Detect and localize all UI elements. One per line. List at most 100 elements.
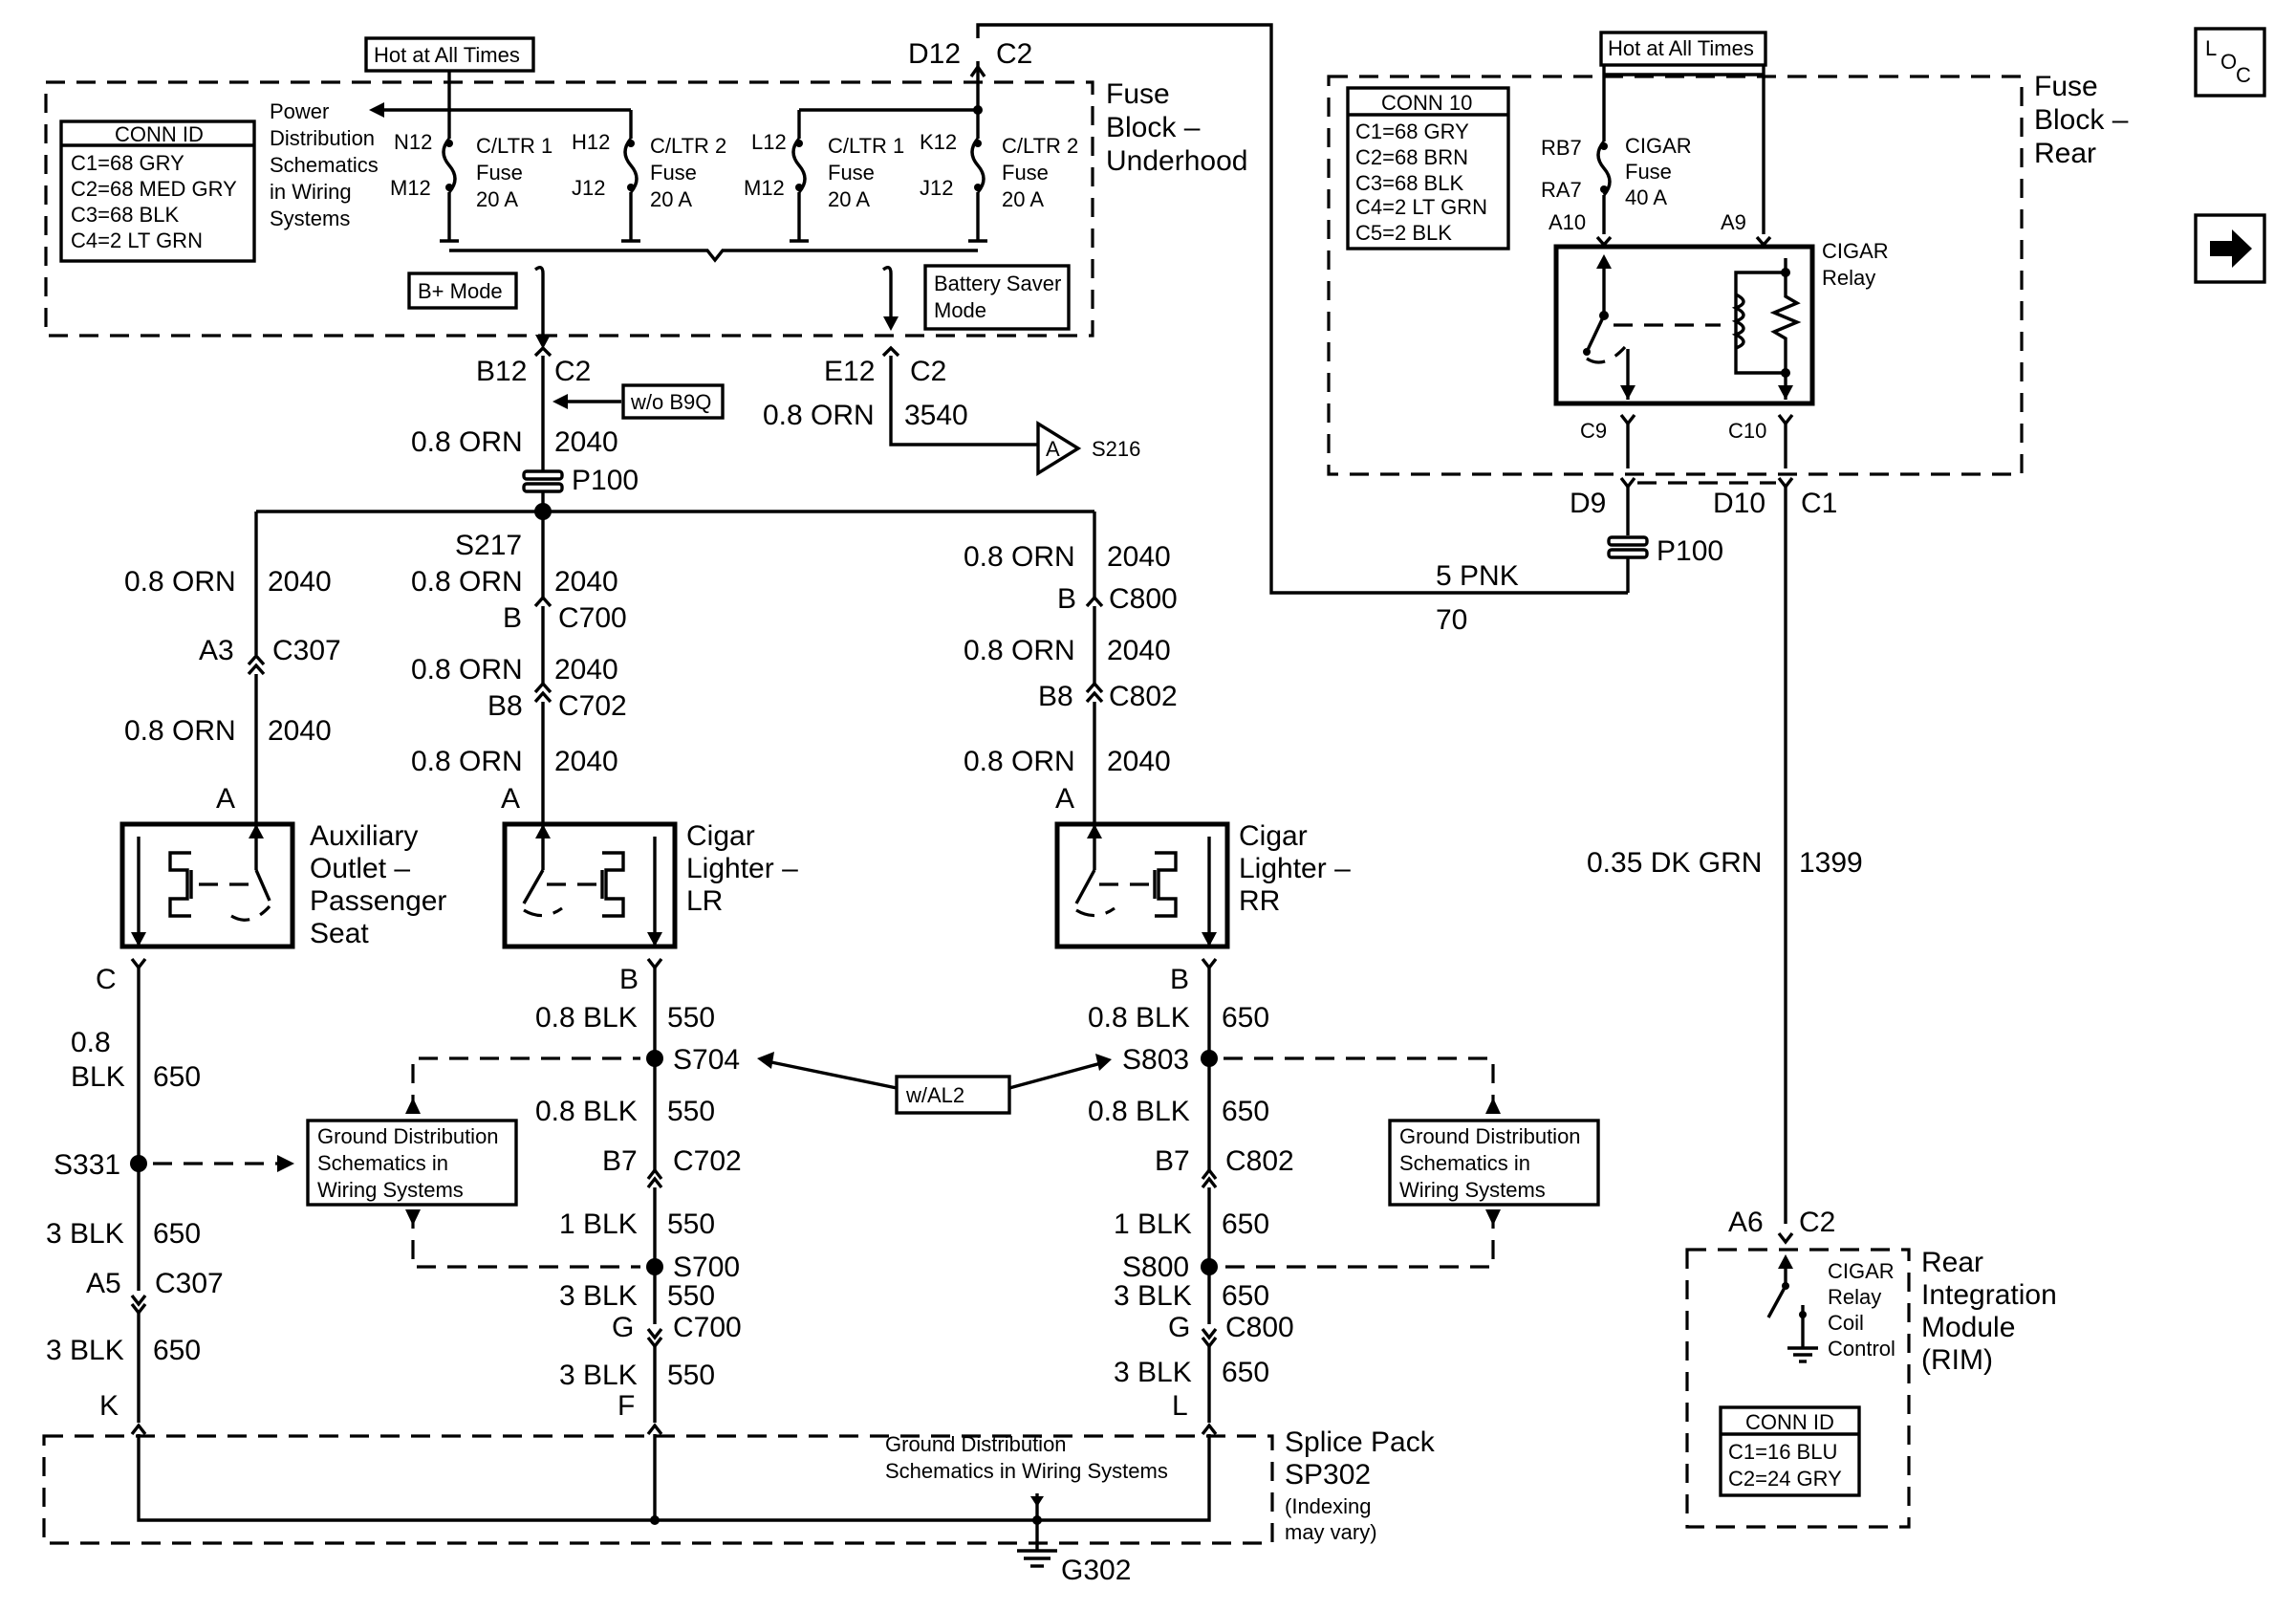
rr-ground-circuit-2: 650	[1222, 1096, 1269, 1127]
pnk-wire-color: 5 PNK	[1436, 560, 1519, 592]
splice-inner-line-1: Ground Distribution	[885, 1432, 1067, 1456]
fuse4-line-1: C/LTR 2	[1002, 134, 1078, 158]
lr-ground-wire-2: 0.8 BLK	[535, 1096, 638, 1127]
gd-right-line-1: Ground Distribution	[1399, 1124, 1581, 1148]
next-page-button[interactable]	[2194, 213, 2266, 284]
lr-ground-pin-g: G	[612, 1312, 634, 1343]
fuse3-line-2: Fuse	[828, 161, 875, 185]
b12-wire-color: 0.8 ORN	[411, 426, 523, 458]
splice-s331	[130, 1155, 147, 1172]
aux-pin-c: C	[96, 964, 117, 995]
g302-label: G302	[1061, 1555, 1131, 1586]
rr-circuit-3: 2040	[1107, 746, 1171, 777]
fuse-block-rear-boundary	[1327, 75, 2024, 476]
d12-connector: C2	[996, 38, 1032, 70]
c1-connector: C1	[1801, 488, 1837, 519]
aux-ground-wire-2: 3 BLK	[46, 1218, 124, 1250]
rr-ground-wire-5: 3 BLK	[1114, 1357, 1192, 1388]
fuse3-line-3: 20 A	[828, 187, 870, 211]
rr-c800: C800	[1109, 583, 1178, 615]
lr-c700: C700	[558, 602, 627, 634]
lr-circuit-1: 2040	[554, 566, 618, 598]
lr-title-1: Cigar	[686, 820, 755, 852]
cigar-lighter-rr-device	[1054, 811, 1230, 949]
fuse-block-underhood-boundary	[44, 80, 1094, 337]
aux-c307: C307	[272, 635, 341, 666]
rim-relay-line-1: CIGAR	[1828, 1259, 1895, 1283]
rr-wire-color-2: 0.8 ORN	[964, 635, 1075, 666]
e12-connector: C2	[910, 356, 946, 387]
power-dist-line-3: Schematics	[270, 153, 379, 177]
fuse3-top-pin: L12	[751, 130, 787, 154]
fuse4-top-pin: K12	[920, 130, 957, 154]
fuse4-bottom-pin: J12	[920, 176, 953, 200]
s216-label: S216	[1092, 437, 1140, 461]
ground-distribution-box-left	[306, 1119, 518, 1207]
conn10-line-4: C4=2 LT GRN	[1355, 195, 1487, 219]
rr-pin-a: A	[1055, 783, 1074, 815]
aux-title-1: Auxiliary	[310, 820, 418, 852]
aux-pin-a5: A5	[86, 1268, 121, 1299]
splice-note-2: may vary)	[1285, 1520, 1377, 1544]
lr-ground-circuit-3: 550	[667, 1208, 715, 1240]
battery-saver-line-2: Mode	[934, 298, 986, 322]
dk-grn-wire-color: 0.35 DK GRN	[1587, 847, 1762, 879]
s700-label: S700	[673, 1252, 740, 1283]
gd-right-line-2: Schematics in	[1399, 1151, 1530, 1175]
fuse-clt1-right: L12 M12 C/LTR 1 Fuse 20 A	[744, 110, 904, 243]
splice-title-2: SP302	[1285, 1459, 1371, 1491]
lr-ground-wire-4: 3 BLK	[559, 1280, 638, 1312]
aux-ground-circuit-1: 650	[153, 1061, 201, 1093]
rim-conn-line-2: C2=24 GRY	[1728, 1467, 1842, 1491]
cigar-fuse-line-2: Fuse	[1625, 160, 1672, 184]
splice-s800	[1201, 1258, 1218, 1275]
aux-wire-color-2: 0.8 ORN	[124, 715, 236, 747]
d9-pin: D9	[1570, 488, 1606, 519]
p100-left: P100	[572, 465, 639, 496]
rr-ground-circuit-5: 650	[1222, 1357, 1269, 1388]
s331-label: S331	[54, 1149, 120, 1181]
w-al2-label: w/AL2	[905, 1083, 964, 1107]
fuse-block-rear-title-3: Rear	[2034, 138, 2096, 169]
aux-pin-a: A	[216, 783, 235, 815]
cigar-relay	[1553, 244, 1815, 406]
splice-inner-line-2: Schematics in Wiring Systems	[885, 1459, 1168, 1483]
rr-title-2: Lighter –	[1239, 853, 1351, 884]
fuse-block-rear-title-1: Fuse	[2034, 71, 2098, 102]
rr-ground-pin-l: L	[1172, 1390, 1188, 1422]
splice-s704	[646, 1050, 663, 1067]
aux-ground-circuit-3: 650	[153, 1335, 201, 1366]
fuse2-line-1: C/LTR 2	[650, 134, 726, 158]
fuse3-bottom-pin: M12	[744, 176, 785, 200]
rim-title-2: Integration	[1921, 1279, 2057, 1311]
battery-saver-line-1: Battery Saver	[934, 272, 1061, 295]
rr-ground-wire-4: 3 BLK	[1114, 1280, 1192, 1312]
relay-pin-a10: A10	[1549, 210, 1586, 234]
fuse4-line-3: 20 A	[1002, 187, 1044, 211]
aux-pin-k: K	[99, 1390, 119, 1422]
loc-icon-letter-c: C	[2236, 63, 2251, 87]
rim-title-1: Rear	[1921, 1247, 1983, 1278]
loc-icon-letter-o: O	[2220, 50, 2237, 74]
fuse-clt2-right: K12 J12 C/LTR 2 Fuse 20 A	[920, 61, 1078, 243]
lr-ground-pin-b: B	[619, 964, 639, 995]
loc-button[interactable]: L O C	[2194, 27, 2266, 98]
rr-ground-circuit-1: 650	[1222, 1002, 1269, 1034]
splice-s700	[646, 1258, 663, 1275]
b-plus-mode-box	[407, 272, 518, 310]
conn-id-line-3: C3=68 BLK	[71, 203, 179, 227]
fuse2-line-3: 20 A	[650, 187, 692, 211]
fuse3-line-1: C/LTR 1	[828, 134, 904, 158]
power-dist-line-2: Distribution	[270, 126, 375, 150]
splice-pack-sp302-boundary	[42, 1434, 1274, 1545]
rr-ground-c802: C802	[1225, 1145, 1294, 1177]
rim-relay-line-2: Relay	[1828, 1285, 1881, 1309]
conn10-line-3: C3=68 BLK	[1355, 171, 1463, 195]
aux-circuit-2: 2040	[268, 715, 332, 747]
rim-conn-title: CONN ID	[1745, 1410, 1834, 1434]
fuse2-line-2: Fuse	[650, 161, 697, 185]
rim-relay-line-3: Coil	[1828, 1311, 1864, 1335]
rr-wire-color-1: 0.8 ORN	[964, 541, 1075, 573]
rim-relay-line-4: Control	[1828, 1337, 1895, 1361]
fuse1-top-pin: N12	[394, 130, 432, 154]
